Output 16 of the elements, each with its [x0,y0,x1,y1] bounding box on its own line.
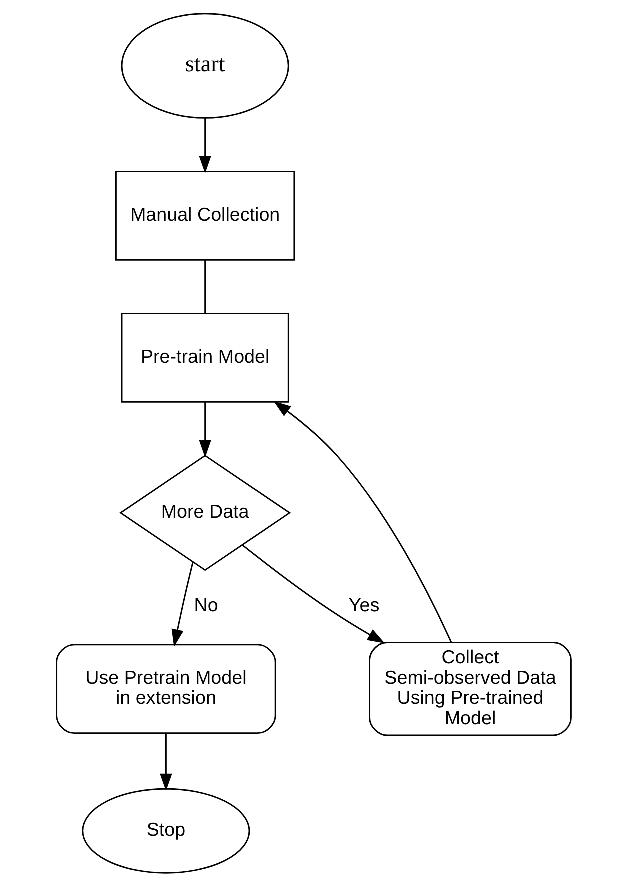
arrow [160,733,172,792]
node-box: Manual Collection [115,171,296,261]
node-ellipse: Stop [82,788,250,874]
edge-label: No [194,594,218,616]
node-ellipse: start [121,13,290,119]
node-box: Collect Semi-observed Data Using Pre-trained Model [369,642,572,736]
node-box: Use Pretrain Model in extension [56,644,276,734]
connector [204,260,206,314]
node-box: Pre-train Model [121,313,290,403]
arrow [274,401,452,643]
arrow [199,402,212,458]
arrow [242,544,386,644]
node-diamond: More Data [120,454,292,572]
arrow [172,562,194,647]
edge-label: Yes [348,594,380,616]
arrow [199,118,212,174]
